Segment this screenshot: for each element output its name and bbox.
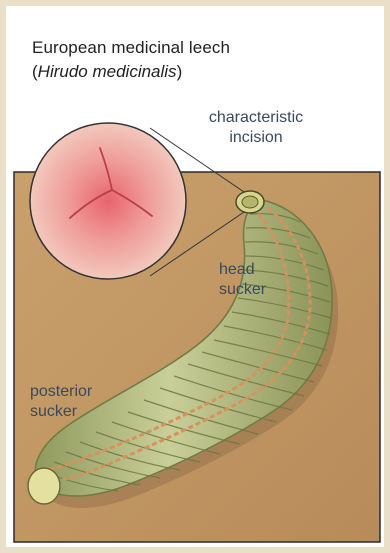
head-sucker-label-line1: head xyxy=(219,260,266,280)
incision-label: characteristic incision xyxy=(180,108,332,148)
head-sucker-label: head sucker xyxy=(219,260,266,300)
posterior-sucker-label-line1: posterior xyxy=(30,382,92,402)
posterior-sucker-label-line2: sucker xyxy=(30,402,92,422)
incision-label-line2: incision xyxy=(180,128,332,148)
posterior-sucker xyxy=(28,468,60,504)
posterior-sucker-label: posterior sucker xyxy=(30,382,92,422)
incision-label-line1: characteristic xyxy=(180,108,332,128)
head-sucker-label-line2: sucker xyxy=(219,280,266,300)
incision-zoom-circle xyxy=(30,123,186,279)
